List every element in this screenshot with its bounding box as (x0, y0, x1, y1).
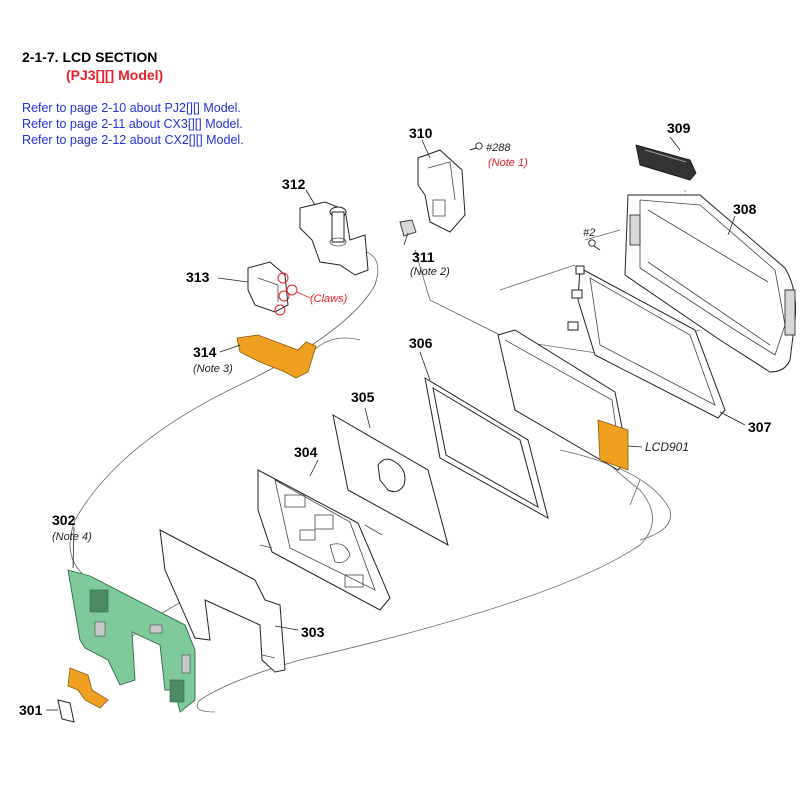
screw-288[interactable] (469, 142, 483, 151)
part-305-sheet[interactable] (332, 414, 449, 547)
note-4: (Note 4) (52, 531, 92, 543)
reference-list: Refer to page 2-10 about PJ2[][] Model. … (22, 100, 244, 148)
part-308-lcd-frame[interactable] (624, 194, 796, 373)
part-301-flex[interactable] (57, 667, 109, 723)
part-302-board[interactable] (67, 569, 196, 713)
screw-2-label: #2 (583, 227, 595, 239)
reference-link-pj2[interactable]: Refer to page 2-10 about PJ2[][] Model. (22, 101, 241, 115)
note-2: (Note 2) (410, 266, 450, 278)
part-lcd901-panel[interactable] (497, 329, 629, 471)
label-314: 314 (193, 344, 217, 360)
model-subtitle: (PJ3[][] Model) (66, 67, 164, 83)
reference-link-cx3[interactable]: Refer to page 2-11 about CX3[][] Model. (22, 117, 243, 131)
leader-lines (46, 136, 746, 711)
label-308: 308 (733, 201, 757, 217)
part-306-frame-sheet[interactable] (424, 376, 549, 520)
note-3: (Note 3) (193, 363, 233, 375)
label-313: 313 (186, 269, 210, 285)
label-lcd901: LCD901 (645, 440, 689, 454)
reference-link-cx2[interactable]: Refer to page 2-12 about CX2[][] Model. (22, 133, 244, 147)
label-304: 304 (294, 444, 318, 460)
part-304-chassis[interactable] (257, 469, 391, 611)
part-313-hinge-cover[interactable] (247, 261, 289, 313)
part-314-flex[interactable] (236, 334, 317, 379)
label-302: 302 (52, 512, 76, 528)
claws-note: (Claws) (310, 293, 348, 305)
label-305: 305 (351, 389, 375, 405)
label-310: 310 (409, 125, 433, 141)
label-311: 311 (412, 249, 435, 265)
part-309-tab[interactable] (635, 144, 697, 181)
claws-markers (274, 272, 311, 316)
part-303-sheet[interactable] (159, 529, 286, 673)
part-310-bracket[interactable] (417, 149, 466, 233)
label-312: 312 (282, 176, 306, 192)
label-303: 303 (301, 624, 325, 640)
label-306: 306 (409, 335, 433, 351)
part-312-hinge[interactable] (299, 201, 369, 276)
section-title: 2-1-7. LCD SECTION (22, 49, 158, 65)
screw-2[interactable] (588, 239, 601, 251)
label-301: 301 (19, 702, 43, 718)
note-1: (Note 1) (488, 157, 528, 169)
part-307-metal-frame[interactable] (567, 265, 726, 419)
screw-288-label: #288 (486, 142, 511, 154)
part-311-block[interactable] (399, 219, 417, 237)
label-307: 307 (748, 419, 772, 435)
label-309: 309 (667, 120, 691, 136)
